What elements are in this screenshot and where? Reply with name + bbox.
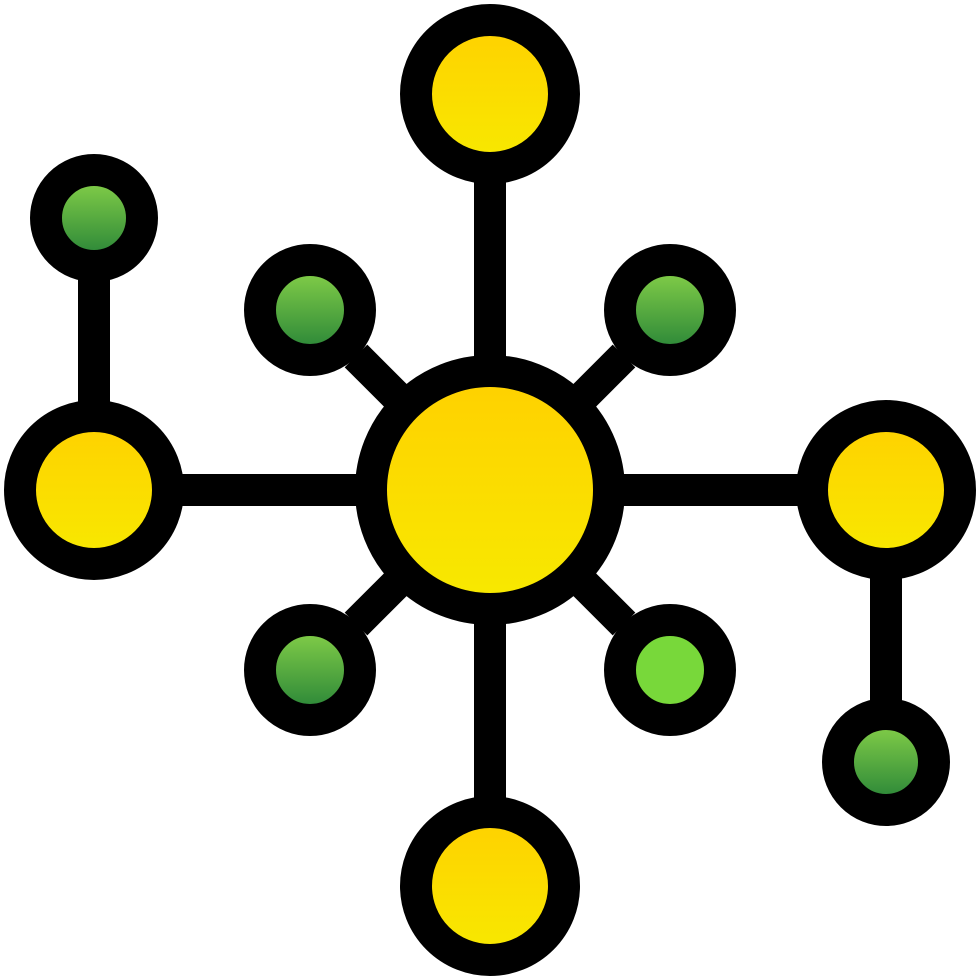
far-left-node [30, 154, 158, 282]
lower-right-node [604, 604, 736, 736]
connector-upper-left [344, 344, 412, 412]
connector-lower-right [568, 568, 636, 636]
right-node [796, 400, 976, 580]
upper-right-node [604, 244, 736, 376]
connector-upper-right [568, 344, 636, 412]
bottom-node [400, 796, 580, 976]
left-node [4, 400, 184, 580]
top-node [400, 4, 580, 184]
far-right-node [822, 698, 950, 826]
hub-node [355, 355, 625, 625]
connectors [78, 180, 902, 800]
connector-lower-left [344, 568, 412, 636]
lower-left-node [244, 604, 376, 736]
upper-left-node [244, 244, 376, 376]
nodes [4, 4, 976, 976]
